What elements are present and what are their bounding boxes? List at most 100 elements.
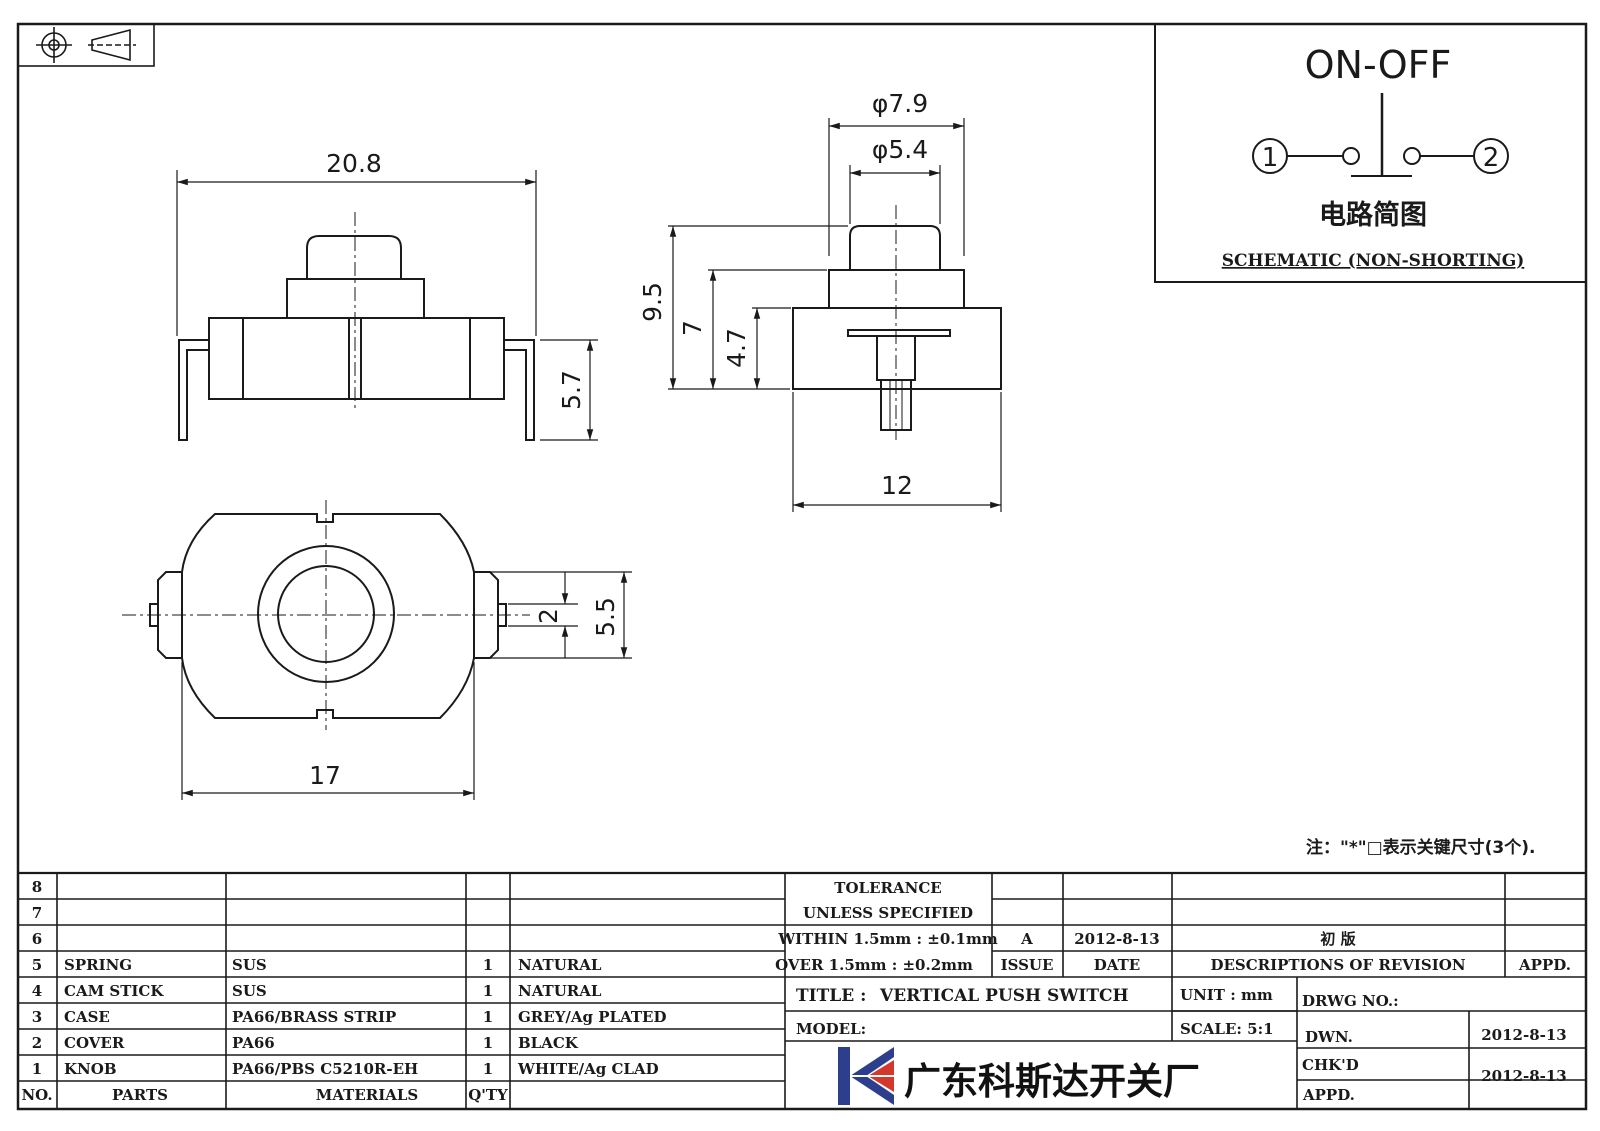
table-row: 4 CAM STICK SUS 1 NATURAL [32,982,602,1000]
title-value: VERTICAL PUSH SWITCH [879,986,1129,1006]
company-name: 广东科斯达开关厂 [904,1060,1200,1103]
row-no: 6 [32,930,42,948]
top-slot-label: 2 [534,608,563,624]
header-no: NO. [21,1086,52,1104]
projection-symbol-icon [17,23,155,67]
dwn-label: DWN. [1305,1028,1353,1046]
side-height-dimensions [668,225,848,390]
row-no: 8 [32,878,42,896]
top-width-dimension [181,662,475,800]
tolerance-line-1: TOLERANCE [834,879,941,897]
issue-value: A [1020,930,1033,948]
title-block: TOLERANCE UNLESS SPECIFIED WITHIN 1.5mm … [775,879,1571,1105]
header-parts: PARTS [112,1086,168,1104]
row-qty: 1 [483,1034,493,1052]
appd-header-label: APPD. [1518,956,1571,974]
row-qty: 1 [483,1060,493,1078]
issue-label: ISSUE [1001,956,1054,974]
model-label: MODEL: [796,1020,866,1038]
row-no: 7 [32,904,42,922]
chk-date: 2012-8-13 [1481,1067,1567,1085]
parts-table: 8 7 6 5 SPRING SUS 1 NATURAL 4 CAM STICK… [21,878,666,1104]
row-part: KNOB [64,1060,117,1078]
row-part: CASE [64,1008,110,1026]
key-dimension-note: 注："*"□表示关键尺寸(3个). [1306,837,1536,858]
terminal-1-label: 1 [1262,143,1279,173]
row-no: 4 [32,982,42,1000]
row-no: 5 [32,956,42,974]
row-finish: WHITE/Ag CLAD [517,1060,659,1078]
table-row: 3 CASE PA66/BRASS STRIP 1 GREY/Ag PLATED [32,1008,667,1026]
tolerance-within: WITHIN 1.5mm : ±0.1mm [777,930,998,948]
table-row: 1 KNOB PA66/PBS C5210R-EH 1 WHITE/Ag CLA… [32,1060,659,1078]
row-qty: 1 [483,956,493,974]
row-qty: 1 [483,982,493,1000]
table-row: 6 [32,930,42,948]
row-material: SUS [232,956,267,974]
row-finish: NATURAL [518,956,602,974]
row-no: 1 [32,1060,42,1078]
top-side-dimensions [480,571,632,659]
date-value: 2012-8-13 [1074,930,1160,948]
row-part: SPRING [64,956,132,974]
table-row: 7 [32,904,42,922]
top-width-label: 17 [309,761,341,790]
tolerance-over: OVER 1.5mm : ±0.2mm [775,956,973,974]
front-view [178,212,535,441]
side-h-body-label: 4.7 [722,328,751,368]
row-part: CAM STICK [64,982,164,1000]
table-header: NO. PARTS MATERIALS Q'TY [21,1086,508,1104]
title-label: TITLE : [796,986,866,1006]
unit-label: UNIT : mm [1180,986,1273,1004]
schematic-caption-en: SCHEMATIC (NON-SHORTING) [1222,251,1525,271]
schematic-title: ON-OFF [1305,43,1452,87]
row-no: 3 [32,1008,42,1026]
top-tab-label: 5.5 [591,597,620,637]
front-width-label: 20.8 [326,149,382,178]
dwn-date: 2012-8-13 [1481,1026,1567,1044]
front-width-dimension [176,170,537,336]
appd-label: APPD. [1302,1086,1355,1104]
top-view [122,500,530,730]
row-material: SUS [232,982,267,1000]
row-finish: NATURAL [518,982,602,1000]
side-width-label: 12 [881,471,913,500]
row-material: PA66 [232,1034,275,1052]
schematic-caption-cn: 电路简图 [1319,199,1427,231]
schematic-box: ON-OFF 1 2 电路简图 SCHEMATIC (NON-SHORTING) [1154,23,1587,283]
company-logo-icon [838,1047,896,1105]
side-width-dimension [792,392,1002,512]
table-row: 8 [32,878,42,896]
tolerance-line-2: UNLESS SPECIFIED [803,904,973,922]
side-dia-inner-dimension [849,165,941,224]
table-row: 2 COVER PA66 1 BLACK [32,1034,579,1052]
side-view [792,205,1002,440]
side-dia-inner-label: φ5.4 [872,135,928,164]
drawing-border [16,22,1588,1111]
table-grid [18,871,1586,1109]
front-height-label: 5.7 [557,370,586,410]
scale-label: SCALE: 5:1 [1180,1020,1274,1038]
side-dia-outer-dimension [828,118,965,256]
date-label: DATE [1094,956,1140,974]
row-qty: 1 [483,1008,493,1026]
chkd-label: CHK'D [1302,1056,1359,1074]
side-h-mid-label: 7 [678,320,707,336]
terminal-2-label: 2 [1483,143,1500,173]
header-qty: Q'TY [468,1086,508,1104]
row-material: PA66/PBS C5210R-EH [232,1060,418,1078]
drawing-number-label: DRWG NO.: [1302,992,1399,1010]
revision-description: 初 版 [1320,930,1355,948]
side-dia-outer-label: φ7.9 [872,89,928,118]
descriptions-label: DESCRIPTIONS OF REVISION [1210,956,1465,974]
row-finish: GREY/Ag PLATED [518,1008,667,1026]
row-part: COVER [64,1034,125,1052]
row-no: 2 [32,1034,42,1052]
side-h-total-label: 9.5 [638,282,667,322]
row-finish: BLACK [518,1034,579,1052]
front-height-dimension [540,339,598,441]
header-materials: MATERIALS [316,1086,419,1104]
table-row: 5 SPRING SUS 1 NATURAL [32,956,602,974]
row-material: PA66/BRASS STRIP [232,1008,396,1026]
